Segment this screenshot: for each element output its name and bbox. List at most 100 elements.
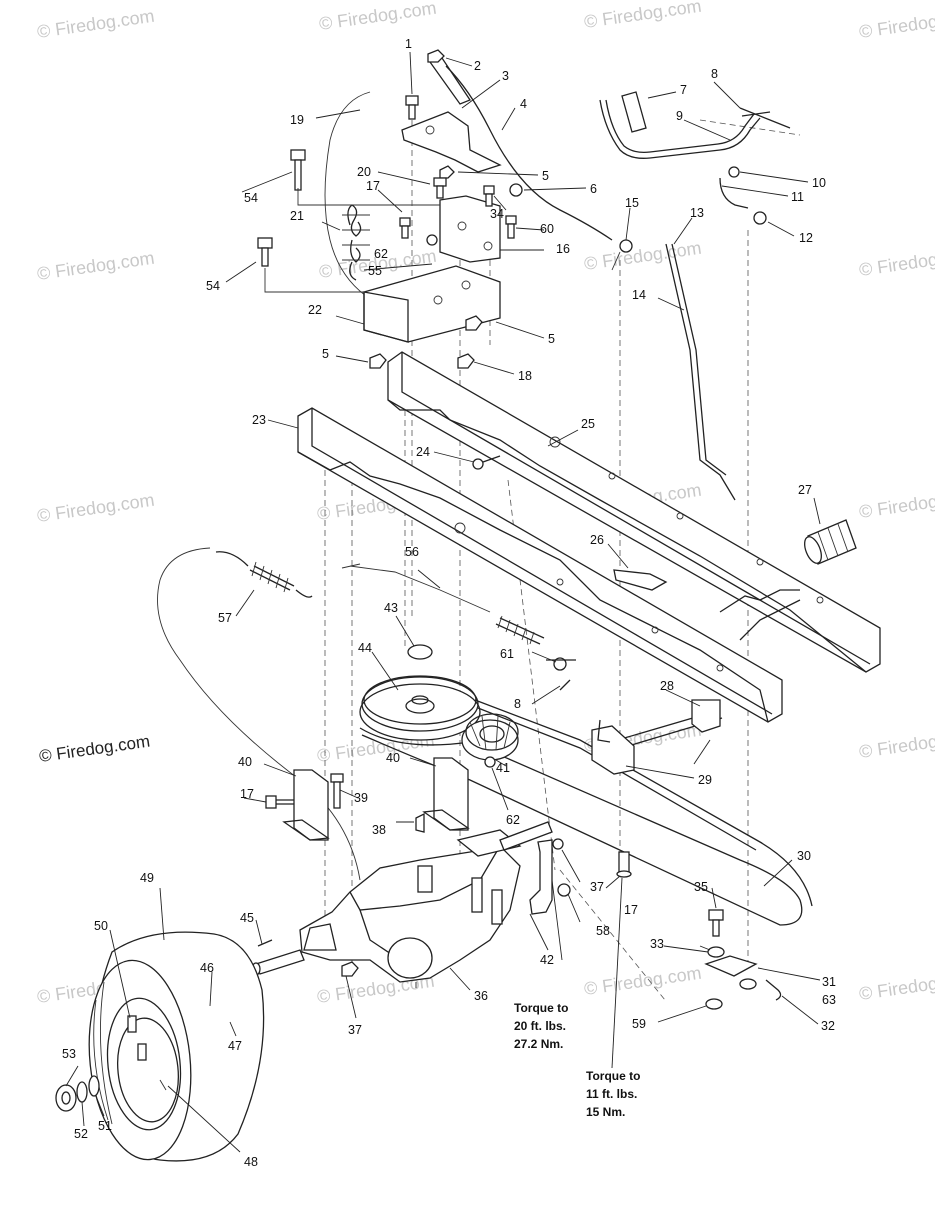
rod-14 [611, 239, 736, 501]
torque-note-line: 11 ft. lbs. [586, 1087, 637, 1101]
grip-27 [804, 519, 857, 565]
nut-37 [552, 838, 564, 850]
callout-9: 9 [676, 109, 683, 123]
callout-58: 58 [596, 924, 610, 938]
callout-27: 27 [798, 483, 812, 497]
watermark-text: © Firedog.com [318, 0, 438, 34]
cable-56 [349, 565, 491, 613]
torque-note-1: Torque to 20 ft. lbs. 27.2 Nm. [514, 1001, 568, 1051]
guide-line [264, 268, 365, 293]
cross-tube [719, 589, 800, 613]
callout-8b: 8 [514, 697, 521, 711]
torque-note-line: 27.2 Nm. [514, 1037, 563, 1051]
callout-42: 42 [540, 953, 554, 967]
callout-2: 2 [474, 59, 481, 73]
pulley-44 [359, 675, 481, 741]
torque-note-line: Torque to [514, 1001, 568, 1015]
callout-29: 29 [698, 773, 712, 787]
callout-50: 50 [94, 919, 108, 933]
copyright-text: © Firedog.com [38, 732, 151, 766]
bracket-40-left [282, 769, 330, 841]
pin-8 [739, 107, 791, 129]
callout-60: 60 [540, 222, 554, 236]
callout-61: 61 [500, 647, 514, 661]
callout-26: 26 [590, 533, 604, 547]
watermark-text: © Firedog.com [36, 6, 156, 42]
torque-note-line: Torque to [586, 1069, 640, 1083]
watermark-text: © Firedog.com [583, 963, 703, 999]
torque-note-line: 15 Nm. [586, 1105, 625, 1119]
bolt-24 [472, 455, 501, 470]
key-45 [257, 939, 273, 947]
bracket-16 [439, 195, 501, 263]
callout-46: 46 [200, 961, 214, 975]
bolts-upper [257, 149, 517, 267]
watermark-text: © Firedog.com [36, 490, 156, 526]
callout-7: 7 [680, 83, 687, 97]
callout-48: 48 [244, 1155, 258, 1169]
callout-54: 54 [244, 191, 258, 205]
callout-5b: 5 [548, 332, 555, 346]
watermark-text: © Firedog.com [583, 0, 703, 32]
callout-45: 45 [240, 911, 254, 925]
watermark-text: © Firedog.com [858, 244, 935, 280]
callout-40b: 40 [386, 751, 400, 765]
callout-36: 36 [474, 989, 488, 1003]
callout-8: 8 [711, 67, 718, 81]
callout-4: 4 [520, 97, 527, 111]
nuts-5-18 [369, 165, 523, 369]
callout-39: 39 [354, 791, 368, 805]
washer-61 [553, 657, 567, 671]
transaxle-36 [299, 829, 522, 983]
cable-56 [341, 563, 361, 569]
callout-28: 28 [660, 679, 674, 693]
axle [251, 821, 553, 976]
callout-62b: 62 [506, 813, 520, 827]
callout-44: 44 [358, 641, 372, 655]
bracket-40-right [422, 757, 470, 831]
callout-54b: 54 [206, 279, 220, 293]
callout-22: 22 [308, 303, 322, 317]
callout-10: 10 [812, 176, 826, 190]
callout-19: 19 [290, 113, 304, 127]
callout-47: 47 [228, 1039, 242, 1053]
cable-19 [324, 91, 373, 301]
cable-4 [445, 65, 613, 241]
callout-23: 23 [252, 413, 266, 427]
bracket-22 [363, 265, 501, 343]
callout-5c: 5 [322, 347, 329, 361]
callout-43: 43 [384, 601, 398, 615]
callout-15: 15 [625, 196, 639, 210]
callout-11: 11 [791, 190, 804, 204]
callout-55: 55 [368, 264, 382, 278]
callout-32: 32 [821, 1019, 835, 1033]
callout-24: 24 [416, 445, 430, 459]
callout-53: 53 [62, 1047, 76, 1061]
cross-tube [739, 599, 801, 641]
bracket-42 [529, 839, 553, 915]
callout-31: 31 [822, 975, 836, 989]
callout-3: 3 [502, 69, 509, 83]
watermark-text: © Firedog.com [858, 726, 935, 762]
watermark-text: © Firedog.com [36, 248, 156, 284]
bracket-3 [401, 57, 502, 173]
callout-17b: 17 [240, 787, 254, 801]
idler-41 [461, 713, 519, 768]
callout-41: 41 [496, 761, 510, 775]
callout-25: 25 [581, 417, 595, 431]
idler-arm-28 [591, 699, 723, 775]
frame-rail-23 [297, 407, 783, 723]
callout-56: 56 [405, 545, 419, 559]
callout-17: 17 [366, 179, 380, 193]
watermark-text: © Firedog.com [583, 238, 703, 274]
callout-16: 16 [556, 242, 570, 256]
callout-34: 34 [490, 207, 504, 221]
callout-63: 63 [822, 993, 836, 1007]
bolts-mid [265, 773, 425, 833]
nut-37-lower [341, 961, 359, 977]
leader-lines [65, 51, 821, 1153]
frame-rail-25 [387, 351, 881, 673]
callout-37: 37 [590, 880, 604, 894]
spring-57 [157, 547, 361, 881]
callout-17c: 17 [624, 903, 638, 917]
